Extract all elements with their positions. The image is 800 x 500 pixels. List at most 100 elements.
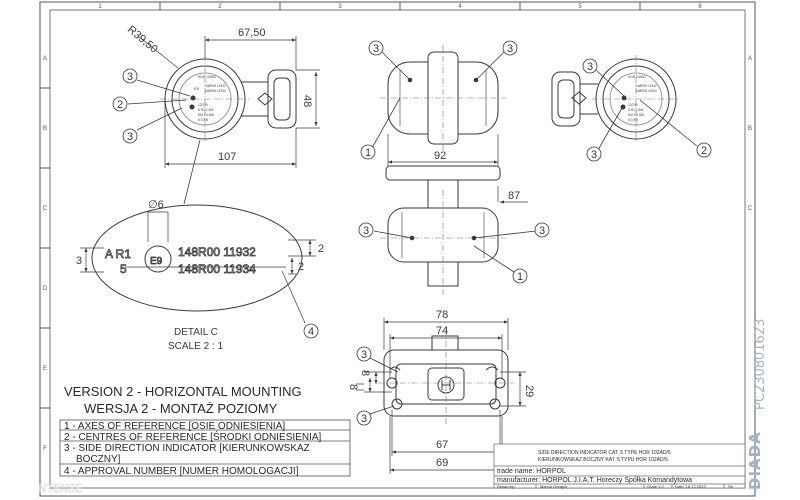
row-label: B [748, 126, 752, 132]
face-spec2: SM 1 0,5W [628, 113, 644, 117]
dim-67-50: 67,50 [238, 27, 266, 39]
balloons-view1 [112, 68, 191, 144]
title-scale: Scale 1:2 [647, 484, 664, 489]
reference-centre [190, 95, 196, 101]
frame-column-labels: 1 2 3 4 5 6 [98, 4, 702, 10]
dim-8b: 8 [359, 370, 371, 376]
detail-title: DETAIL C [174, 327, 218, 338]
mount-bracket [267, 69, 297, 129]
legend-item: BOCZNY] [76, 454, 121, 465]
title-sheet: Sh [728, 484, 733, 489]
title-block-text: SIDE DIRECTION INDICATOR CAT. 5 TYPE HOR… [497, 450, 733, 489]
dim-phi6: ∅6 [148, 199, 164, 211]
detail-c-text: A R1 E9 148R00 11932 5 148R00 11934 [105, 245, 257, 277]
legend-box [59, 419, 351, 477]
balloons-view4 [358, 222, 550, 284]
watermark-corner: NTENSE [38, 482, 82, 495]
emark-circle [144, 245, 172, 273]
dim-48: 48 [301, 95, 313, 107]
balloon-4-circle [303, 323, 319, 339]
bracket-diamond [257, 92, 273, 106]
balloons-view2 [360, 40, 518, 160]
plate-line1-prefix: A R1 [105, 247, 131, 261]
plate-line2-code: 148R00 11934 [178, 262, 256, 276]
face-code1: 148R00 11932 [205, 84, 226, 88]
dim-29: 29 [523, 385, 535, 397]
top-view [380, 165, 506, 295]
mounting-dimensions [356, 318, 526, 474]
title-manufacturer: manufacturer: HORPOL J.I.A.T. Horeczy Sp… [497, 477, 692, 484]
plate-line2-prefix: 5 [120, 262, 127, 276]
row-label: A [748, 56, 752, 62]
row-label: A [43, 56, 47, 62]
legend-item: 4 - APPROVAL NUMBER [NUMER HOMOLOGACJI] [64, 466, 299, 477]
version-title-en: VERSION 2 - HORIZONTAL MOUNTING [64, 384, 302, 399]
face-code2: 148R00 11934 [636, 89, 657, 93]
dim-3: 3 [76, 255, 82, 267]
face-spec2: SM 1 0,5W [198, 113, 214, 117]
face-volt: 12/24V [628, 103, 639, 107]
dim-107: 107 [218, 151, 236, 163]
balloons-view5 [356, 346, 399, 426]
balloon-3: 3 [373, 43, 379, 55]
face-spec3: 5 0,5W [198, 118, 208, 122]
title-drawn-by: Drawn by: [497, 484, 515, 489]
col-label: 4 [458, 4, 462, 10]
watermark-code: PC230801623 [753, 319, 768, 410]
mounting-view [378, 330, 514, 425]
col-label: 6 [698, 4, 702, 10]
front-view-left [160, 55, 297, 143]
face-code2: 148R00 11934 [205, 89, 226, 93]
balloon-2: 2 [117, 99, 123, 111]
dim-92: 92 [434, 150, 446, 162]
title-desc-en: SIDE DIRECTION INDICATOR CAT. 5 TYPE HOR… [538, 450, 671, 456]
sheet-frame [39, 1, 756, 497]
face-emark: E9 [194, 86, 200, 91]
side-view-top [380, 45, 506, 150]
face-brand: HOR 102AD [198, 75, 216, 79]
title-author: Marcin Gorajch [540, 484, 567, 489]
front-view-face-text: HOR 102AD E9 148R00 11932 148R00 11934 1… [194, 75, 226, 122]
dim-2a: 2 [318, 243, 324, 255]
row-label: B [43, 126, 47, 132]
title-block [493, 443, 746, 489]
face-brand: HOR 102AD [628, 75, 646, 79]
dim-87: 87 [508, 190, 520, 202]
col-label: 3 [338, 4, 342, 10]
dimensions-view1 [137, 35, 320, 168]
legend-item: 2 - CENTRES OF REFERENCE [ŚRODKI ODNIESI… [64, 430, 321, 443]
face-spec1: A R1 0,5W [628, 108, 643, 112]
legend-item: 3 - SIDE DIRECTION INDICATOR [KIERUNKOWS… [64, 443, 310, 454]
dim-69: 69 [436, 457, 448, 469]
balloons-view3 [582, 58, 712, 162]
col-label: 5 [578, 4, 582, 10]
face-spec3: 5 0,5W [628, 118, 638, 122]
balloon-3: 3 [363, 225, 369, 237]
dim-67: 67 [436, 439, 448, 451]
dimension-92 [387, 134, 499, 166]
balloon-3: 3 [361, 349, 367, 361]
detail-c [91, 139, 303, 312]
detail-ellipse [91, 204, 303, 312]
col-label: 1 [98, 4, 102, 10]
row-label: C [43, 206, 48, 212]
balloon-3: 3 [587, 61, 593, 73]
mount-plate [385, 165, 501, 181]
balloon-4: 4 [308, 326, 314, 338]
balloon-3: 3 [361, 413, 367, 425]
legend: 1 - AXES OF REFERENCE [OSIE ODNIESIENIA]… [64, 421, 321, 477]
col-label: 2 [218, 4, 222, 10]
face-volt: 12/24V [198, 103, 209, 107]
balloon-1: 1 [517, 271, 523, 283]
dim-8a: 8 [347, 384, 359, 390]
balloon-3: 3 [591, 149, 597, 161]
plate-emark: E9 [150, 256, 163, 267]
face-code1: 148R00 11932 [636, 84, 657, 88]
front-view-right [551, 55, 680, 143]
frame-row-labels: A B C D E F A B C [43, 56, 753, 452]
dim-2b: 2 [298, 261, 304, 273]
row-label: F [43, 446, 47, 452]
watermark-brand: DIADA [746, 431, 764, 490]
balloon-2: 2 [701, 145, 707, 157]
